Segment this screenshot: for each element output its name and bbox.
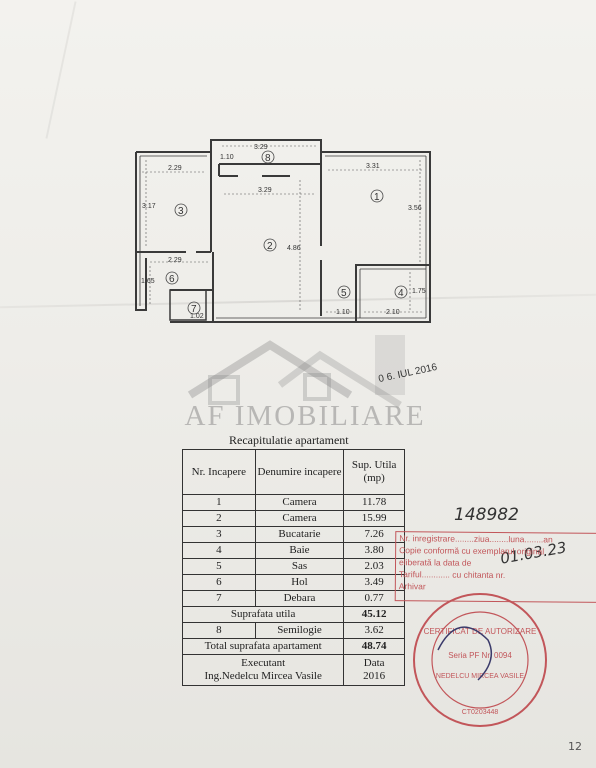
dim-room3-height: 3.17 bbox=[142, 203, 156, 210]
table-row: 4 Baie 3.80 bbox=[182, 542, 405, 559]
executant-label: Executant bbox=[241, 657, 286, 669]
table-row: 8 Semilogie 3.62 bbox=[182, 622, 405, 639]
suprafata-utila-row: Suprafata utila 45.12 bbox=[181, 606, 405, 623]
table-row: 2 Camera 15.99 bbox=[182, 510, 405, 527]
cell-name: Debara bbox=[254, 590, 345, 607]
cell-nr: 6 bbox=[182, 574, 256, 591]
data-value: 2016 bbox=[363, 670, 386, 682]
wall-room3 bbox=[135, 152, 186, 253]
watermark-logo bbox=[187, 335, 405, 408]
table-row: 6 Hol 3.49 bbox=[182, 574, 405, 591]
dim-room3-width: 2.29 bbox=[168, 165, 182, 172]
dim-debara: 1.02 bbox=[190, 313, 204, 320]
header-area: Sup. Utila (mp) bbox=[343, 449, 405, 495]
recap-table: Nr. Incapere Denumire incapere Sup. Util… bbox=[181, 449, 405, 686]
handwritten-page-mark: 12 bbox=[568, 740, 582, 753]
cell-nr: 8 bbox=[182, 622, 256, 639]
room-2-label: 2 bbox=[267, 241, 273, 252]
debara-box bbox=[169, 289, 207, 321]
cell-nr: 3 bbox=[182, 526, 256, 543]
dim-room1-height: 3.56 bbox=[408, 205, 422, 212]
cell-name: Hol bbox=[254, 574, 345, 591]
dim-corridor-depth: 1.10 bbox=[220, 154, 234, 161]
room-8-label: 8 bbox=[265, 153, 271, 164]
table-row: 5 Sas 2.03 bbox=[182, 558, 405, 575]
total-row: Total suprafata apartament 48.74 bbox=[181, 638, 405, 655]
room-6-label: 6 bbox=[169, 274, 175, 285]
cell-name: Baie bbox=[254, 542, 345, 559]
table-header-row: Nr. Incapere Denumire incapere Sup. Util… bbox=[182, 449, 405, 495]
seal-text-name: NEDELCU MIRCEA VASILE bbox=[436, 673, 525, 680]
executant-row: Executant Ing.Nedelcu Mircea Vasile Data… bbox=[181, 654, 405, 686]
data-label: Data bbox=[363, 657, 385, 669]
table-row: 3 Bucatarie 7.26 bbox=[182, 526, 405, 543]
executant-cell: Executant Ing.Nedelcu Mircea Vasile bbox=[181, 654, 345, 686]
outer-wall-left bbox=[135, 152, 147, 311]
dim-sas: 1.10 bbox=[336, 309, 350, 316]
stamp-line: Tariful............ cu chitanta nr. bbox=[398, 569, 506, 581]
dim-bath-height: 1.75 bbox=[412, 288, 426, 295]
cell-name: Camera bbox=[254, 494, 345, 511]
dim-hall-width: 2.29 bbox=[168, 257, 182, 264]
cell-area: 0.77 bbox=[343, 590, 405, 607]
watermark-text: AF IMOBILIARE bbox=[184, 400, 426, 432]
signature-scribble bbox=[437, 626, 493, 681]
room-4-label: 4 bbox=[398, 288, 404, 299]
table-title: Recapitulatie apartament bbox=[229, 433, 349, 447]
cell-name: Sas bbox=[254, 558, 345, 575]
dim-room1-width: 3.31 bbox=[366, 163, 380, 170]
cell-nr: 4 bbox=[182, 542, 256, 559]
seal-text-top: CERTIFICAT DE AUTORIZARE bbox=[424, 627, 537, 636]
suprafata-utila-label: Suprafata utila bbox=[181, 606, 345, 623]
total-label: Total suprafata apartament bbox=[181, 638, 345, 655]
dim-hall-height: 1.65 bbox=[141, 278, 155, 285]
seal-text-bottom: CT0203448 bbox=[462, 709, 499, 716]
cell-area: 3.62 bbox=[343, 622, 405, 639]
cell-name: Semilogie bbox=[254, 622, 345, 639]
dim-room2-height: 4.86 bbox=[287, 245, 301, 252]
room-7-label: 7 bbox=[191, 304, 197, 315]
seal-text-mid: Seria PF Nr. 0094 bbox=[448, 651, 512, 660]
room-3-label: 3 bbox=[178, 206, 184, 217]
data-cell: Data 2016 bbox=[343, 654, 405, 686]
total-value: 48.74 bbox=[343, 638, 405, 655]
executant-name: Ing.Nedelcu Mircea Vasile bbox=[204, 670, 322, 682]
room-1-label: 1 bbox=[374, 192, 380, 203]
dim-corridor-width: 3.29 bbox=[254, 144, 268, 151]
cell-name: Bucatarie bbox=[254, 526, 345, 543]
cell-nr: 5 bbox=[182, 558, 256, 575]
header-name: Denumire incapere bbox=[254, 449, 345, 495]
certification-seal: CERTIFICAT DE AUTORIZARE Seria PF Nr. 00… bbox=[413, 593, 547, 727]
header-nr: Nr. Incapere bbox=[182, 449, 256, 495]
cell-area: 11.78 bbox=[343, 494, 405, 511]
wall-bath bbox=[355, 264, 430, 322]
cell-area: 15.99 bbox=[343, 510, 405, 527]
room-5-label: 5 bbox=[341, 288, 347, 299]
dim-room2-width: 3.29 bbox=[258, 187, 272, 194]
cell-nr: 1 bbox=[182, 494, 256, 511]
table-row: 7 Debara 0.77 bbox=[182, 590, 405, 607]
suprafata-utila-value: 45.12 bbox=[343, 606, 405, 623]
handwritten-number: 148982 bbox=[454, 505, 519, 525]
dim-bath-width: 2.10 bbox=[386, 309, 400, 316]
cell-nr: 2 bbox=[182, 510, 256, 527]
table-row: 1 Camera 11.78 bbox=[182, 494, 405, 511]
cell-name: Camera bbox=[254, 510, 345, 527]
cell-nr: 7 bbox=[182, 590, 256, 607]
